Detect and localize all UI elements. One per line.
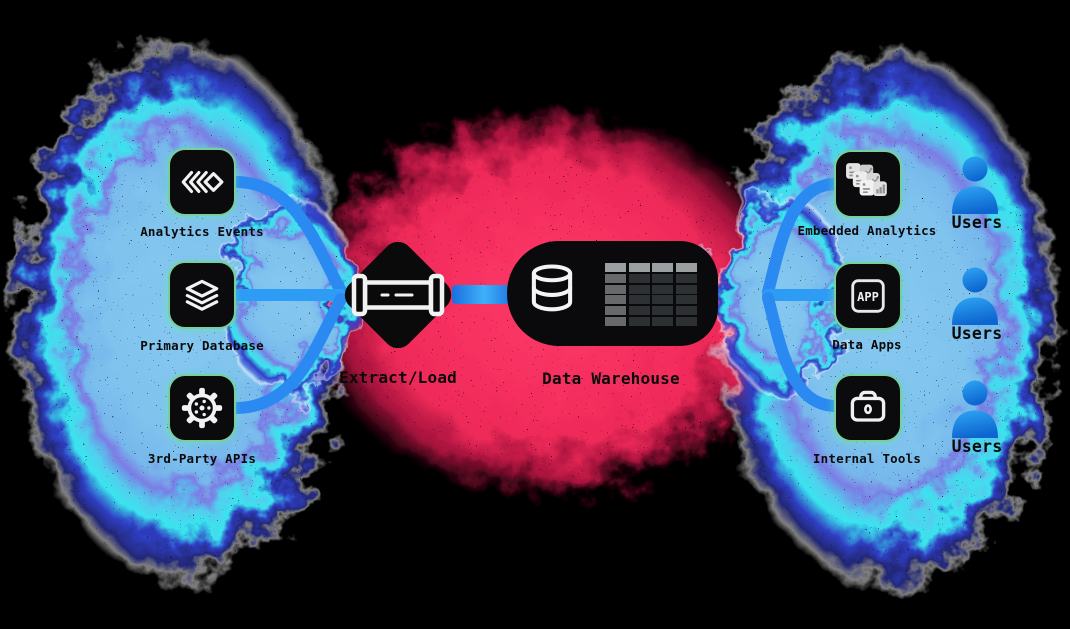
pipeline-icon <box>351 273 445 317</box>
dest-tile-internal-tools <box>834 374 902 442</box>
briefcase-icon <box>850 390 886 422</box>
warehouse-label: Data Warehouse <box>542 369 680 388</box>
link-dest-top <box>762 178 842 298</box>
dest-label-data-apps: Data Apps <box>832 337 902 352</box>
users-label-3: Users <box>951 437 1003 456</box>
link-source-bottom <box>232 293 347 414</box>
link-dest-bottom <box>762 292 842 412</box>
person-icon <box>952 267 998 325</box>
source-label-3rd-party-apis: 3rd-Party APIs <box>147 451 257 466</box>
stacked-reports-icon <box>846 163 887 197</box>
source-tile-analytics-events <box>168 148 236 216</box>
link-source-top <box>232 176 347 297</box>
analytics-events-icon <box>181 171 224 193</box>
app-badge-text: APP <box>857 290 879 304</box>
gear-icon <box>181 387 223 429</box>
source-label-primary-database: Primary Database <box>140 338 264 353</box>
dest-tile-data-apps: APP <box>834 262 902 330</box>
source-label-analytics-events: Analytics Events <box>140 224 264 239</box>
warehouse-table-grid <box>605 263 697 326</box>
etl-label: Extract/Load <box>339 368 457 387</box>
dest-tile-embedded-analytics <box>834 150 902 218</box>
users-label-2: Users <box>951 324 1003 343</box>
dest-label-embedded-analytics: Embedded Analytics <box>797 223 937 238</box>
database-layers-icon <box>185 279 219 311</box>
source-tile-primary-database <box>168 261 236 329</box>
app-window-icon: APP <box>851 279 885 313</box>
source-tile-3rd-party-apis <box>168 374 236 442</box>
dest-label-internal-tools: Internal Tools <box>812 451 922 466</box>
users-label-1: Users <box>951 213 1003 232</box>
database-cylinder-icon <box>531 264 573 312</box>
person-icon <box>952 156 998 214</box>
person-icon <box>952 380 998 438</box>
link-etl-warehouse <box>452 285 516 304</box>
